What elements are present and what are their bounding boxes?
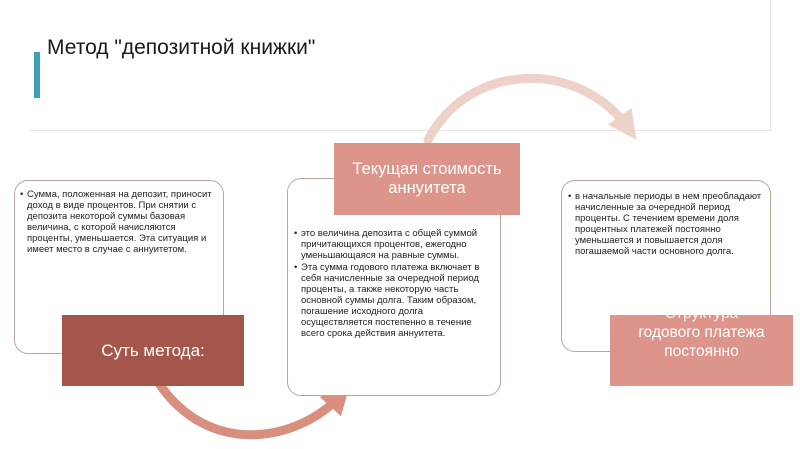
header-divider (30, 130, 772, 131)
method-essence-box: Суть метода: (62, 315, 244, 386)
left-card-bullet: Сумма, положенная на депозит, приносит д… (20, 189, 218, 255)
right-card-text: в начальные периоды в нем преобладают на… (568, 191, 766, 257)
top-flow-arrow (423, 73, 637, 145)
slide-title: Метод "депозитной книжки" (47, 36, 316, 59)
bottom-flow-arrow (153, 377, 350, 440)
annuity-value-box: Текущая стоимость аннуитета (334, 143, 520, 215)
annuity-value-label: Текущая стоимость аннуитета (352, 160, 502, 197)
header-right-border (770, 0, 771, 131)
center-card-bullet-2: Эта сумма годового платежа включает в се… (294, 262, 491, 339)
payment-structure-box: Структура годового платежа постоянно (610, 315, 793, 386)
payment-structure-label: годового платежа постоянно (638, 324, 765, 360)
center-card-text: это величина депозита с общей суммой при… (294, 228, 491, 339)
center-card-bullet-1: это величина депозита с общей суммой при… (294, 228, 491, 261)
right-card-bullet: в начальные периоды в нем преобладают на… (568, 191, 766, 257)
left-card-text: Сумма, положенная на депозит, приносит д… (20, 189, 218, 255)
payment-structure-label-top: Структура (610, 315, 793, 323)
title-accent-bar (34, 52, 40, 98)
method-essence-label: Суть метода: (101, 340, 205, 360)
